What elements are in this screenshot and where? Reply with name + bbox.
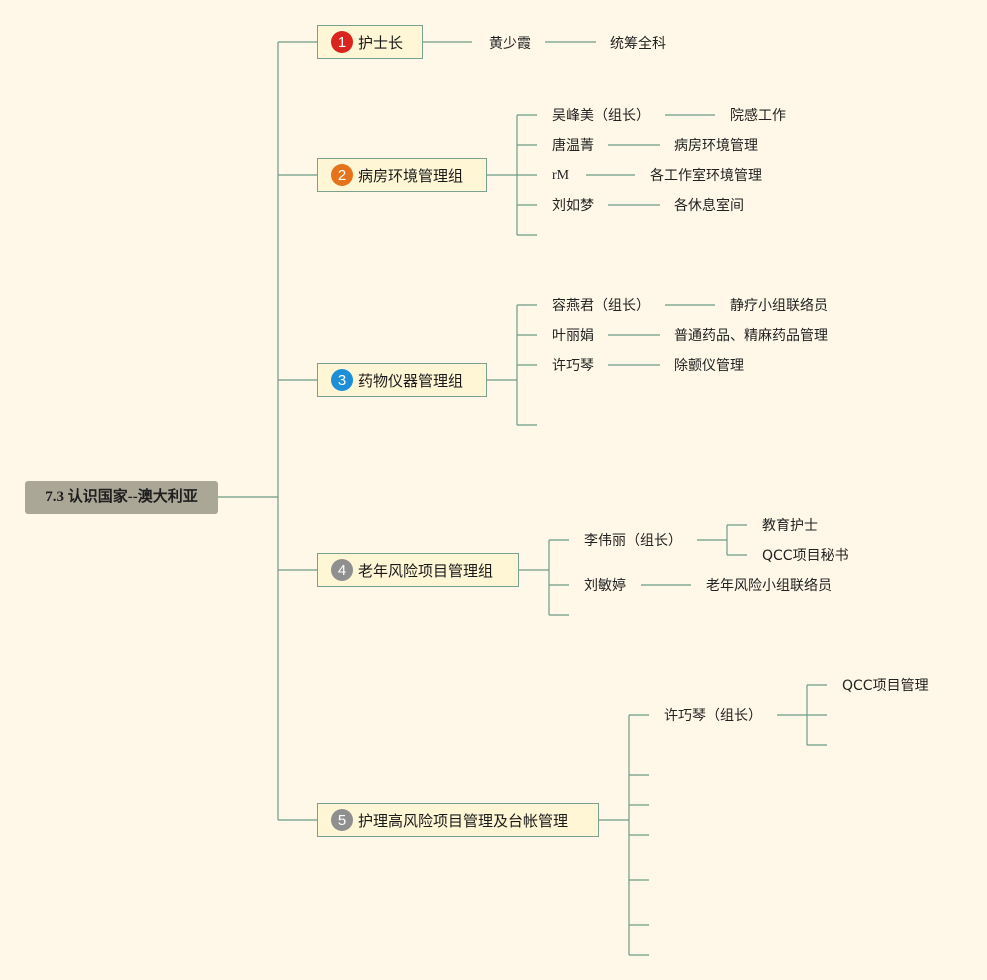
member-duty[interactable]: 普通药品、精麻药品管理 [674,328,828,344]
member-duty[interactable]: 各工作室环境管理 [650,168,762,184]
number-badge-icon: 2 [331,164,353,186]
number-badge-icon: 4 [331,559,353,581]
member-name[interactable]: 吴峰美（组长） [552,108,650,124]
member-name[interactable]: 黄少霞 [489,36,531,52]
member-name[interactable]: rM [552,168,570,183]
branch-label: 护士长 [358,33,404,52]
member-name[interactable]: 唐温菁 [552,138,594,154]
branch-drug-equipment[interactable]: 3 药物仪器管理组 [317,363,487,397]
member-name[interactable]: 刘敏婷 [584,578,626,594]
member-duty[interactable]: 老年风险小组联络员 [706,578,832,594]
branch-label: 老年风险项目管理组 [358,561,494,580]
root-node[interactable]: 7.3 认识国家--澳大利亚 [25,481,218,514]
member-name[interactable]: 叶丽娟 [552,328,594,344]
member-duty[interactable]: 除颤仪管理 [674,358,744,374]
branch-elderly-risk[interactable]: 4 老年风险项目管理组 [317,553,519,587]
branch-label: 药物仪器管理组 [358,371,464,390]
member-duty[interactable]: 病房环境管理 [674,138,758,154]
number-badge-icon: 1 [331,31,353,53]
branch-label: 病房环境管理组 [358,166,464,185]
number-badge-icon: 5 [331,809,353,831]
member-duty[interactable]: 院感工作 [730,108,786,124]
member-duty[interactable]: QCC项目秘书 [762,548,849,564]
member-name[interactable]: 容燕君（组长） [552,298,650,314]
member-name[interactable]: 许巧琴 [552,358,594,374]
member-duty[interactable]: 各休息室间 [674,198,744,214]
number-badge-icon: 3 [331,369,353,391]
branch-head-nurse[interactable]: 1 护士长 [317,25,423,59]
member-duty[interactable]: 教育护士 [762,518,818,534]
member-name[interactable]: 许巧琴（组长） [664,708,762,724]
member-name[interactable]: 刘如梦 [552,198,594,214]
member-duty[interactable]: 静疗小组联络员 [730,298,828,314]
branch-high-risk-ledger[interactable]: 5 护理高风险项目管理及台帐管理 [317,803,599,837]
member-name[interactable]: 李伟丽（组长） [584,533,682,549]
member-duty[interactable]: 统筹全科 [610,36,666,52]
member-duty[interactable]: QCC项目管理 [842,678,929,694]
branch-label: 护理高风险项目管理及台帐管理 [358,811,569,830]
branch-ward-environment[interactable]: 2 病房环境管理组 [317,158,487,192]
root-label: 7.3 认识国家--澳大利亚 [45,489,198,505]
